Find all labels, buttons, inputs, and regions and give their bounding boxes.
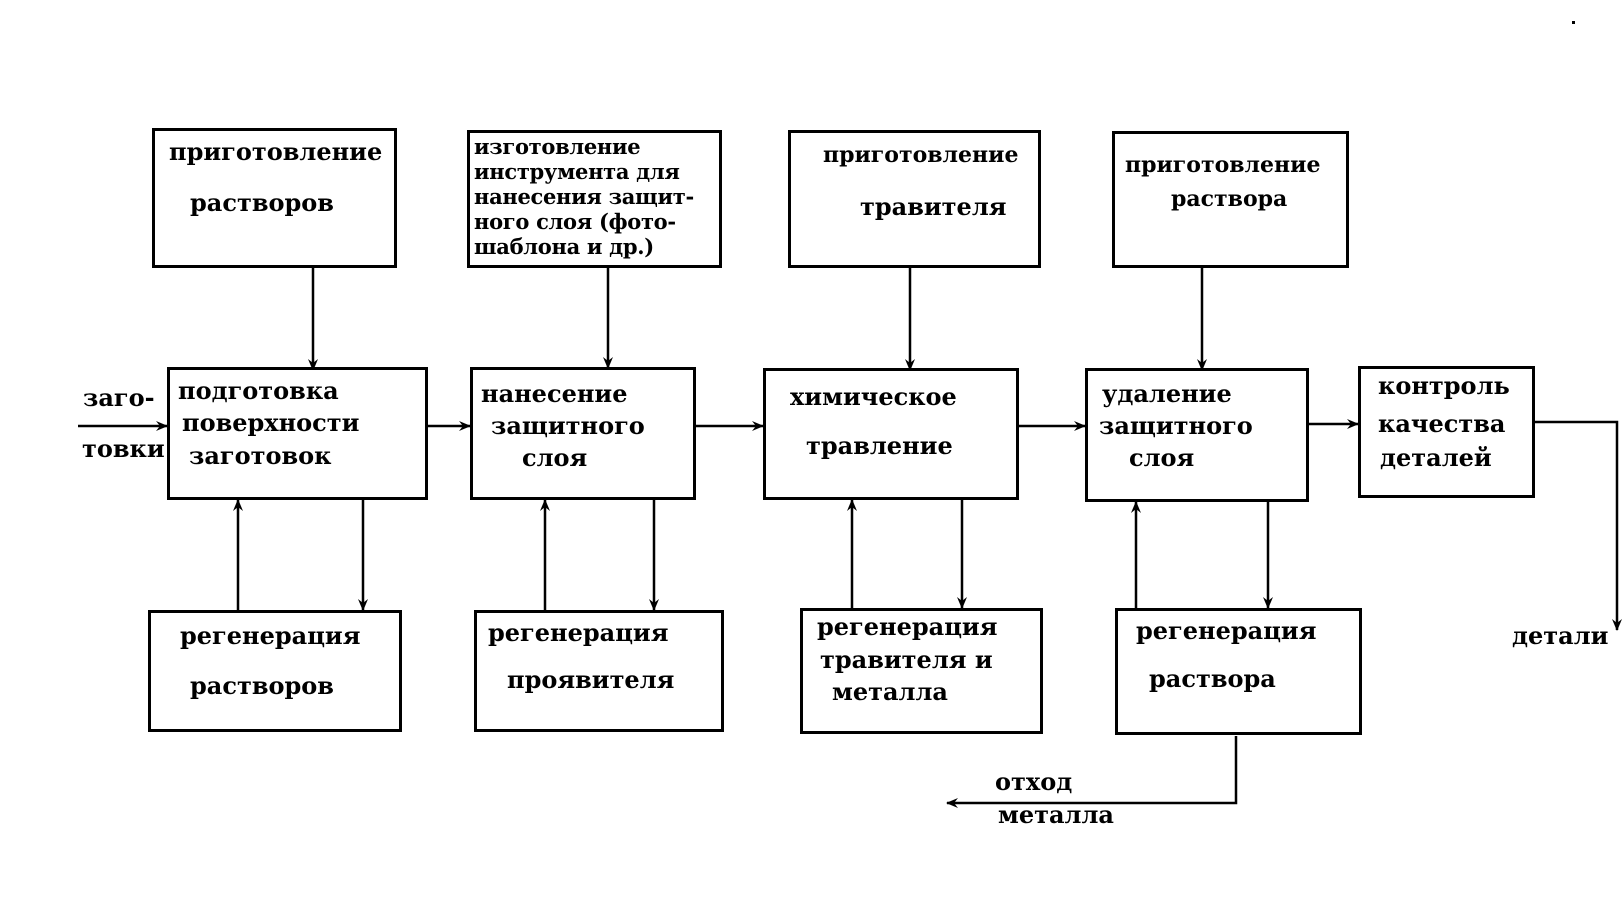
chem-etch-line2: травление — [806, 431, 953, 460]
regen-etchant-line2: травителя и — [820, 645, 993, 674]
tool-making-line5: шаблона и др.) — [474, 234, 654, 259]
chem-etch-line1: химическое — [790, 382, 957, 411]
regen-solution-line2: раствора — [1149, 664, 1276, 693]
tool-making-line1: изготовление — [474, 134, 641, 159]
box-tool-making — [467, 130, 722, 268]
input-label-line1: заго- — [83, 383, 155, 412]
box-chem-etch — [763, 368, 1019, 500]
remove-layer-line2: защитного — [1099, 411, 1253, 440]
tool-making-line3: нанесения защит- — [474, 184, 694, 209]
surface-prep-line1: подготовка — [178, 376, 339, 405]
prep-solution-line2: раствора — [1171, 186, 1288, 212]
box-prep-etchant — [788, 130, 1041, 268]
regen-solutions-line2: растворов — [190, 671, 334, 700]
box-quality — [1358, 366, 1535, 498]
surface-prep-line2: поверхности — [182, 408, 360, 437]
surface-prep-line3: заготовок — [189, 441, 332, 470]
prep-solution-line1: приготовление — [1125, 152, 1321, 178]
arrow-regen-solution-to-waste — [946, 736, 1238, 808]
tool-making-line4: ного слоя (фото- — [474, 209, 676, 234]
waste-label-line1: отход — [995, 767, 1073, 796]
apply-layer-line3: слоя — [522, 443, 588, 472]
box-regen-developer — [474, 610, 724, 732]
box-regen-solutions — [148, 610, 402, 732]
box-surface-prep — [167, 367, 428, 500]
regen-etchant-line1: регенерация — [817, 612, 998, 641]
quality-line1: контроль — [1378, 371, 1510, 400]
box-apply-layer — [470, 367, 696, 500]
box-remove-layer — [1085, 368, 1309, 502]
apply-layer-line2: защитного — [491, 411, 645, 440]
box-regen-etchant — [800, 608, 1043, 734]
prep-solutions-line1: приготовление — [169, 137, 383, 166]
regen-solutions-line1: регенерация — [180, 621, 361, 650]
arrow-quality-to-output — [1535, 420, 1622, 631]
input-label-line2: товки — [82, 434, 165, 463]
regen-developer-line1: регенерация — [488, 618, 669, 647]
box-prep-solution — [1112, 131, 1349, 268]
box-regen-solution — [1115, 608, 1362, 735]
waste-label-line2: металла — [998, 800, 1114, 829]
quality-line3: деталей — [1380, 443, 1492, 472]
apply-layer-line1: нанесение — [481, 379, 628, 408]
corner-dot — [1572, 21, 1575, 24]
regen-developer-line2: проявителя — [507, 665, 675, 694]
prep-solutions-line2: растворов — [190, 188, 334, 217]
remove-layer-line1: удаление — [1102, 379, 1232, 408]
box-prep-solutions — [152, 128, 397, 268]
prep-etchant-line1: приготовление — [823, 142, 1019, 168]
output-label: детали — [1512, 621, 1609, 650]
remove-layer-line3: слоя — [1129, 443, 1195, 472]
tool-making-line2: инструмента для — [474, 159, 680, 184]
prep-etchant-line2: травителя — [860, 192, 1007, 221]
regen-etchant-line3: металла — [832, 677, 948, 706]
quality-line2: качества — [1378, 409, 1506, 438]
regen-solution-line1: регенерация — [1136, 616, 1317, 645]
